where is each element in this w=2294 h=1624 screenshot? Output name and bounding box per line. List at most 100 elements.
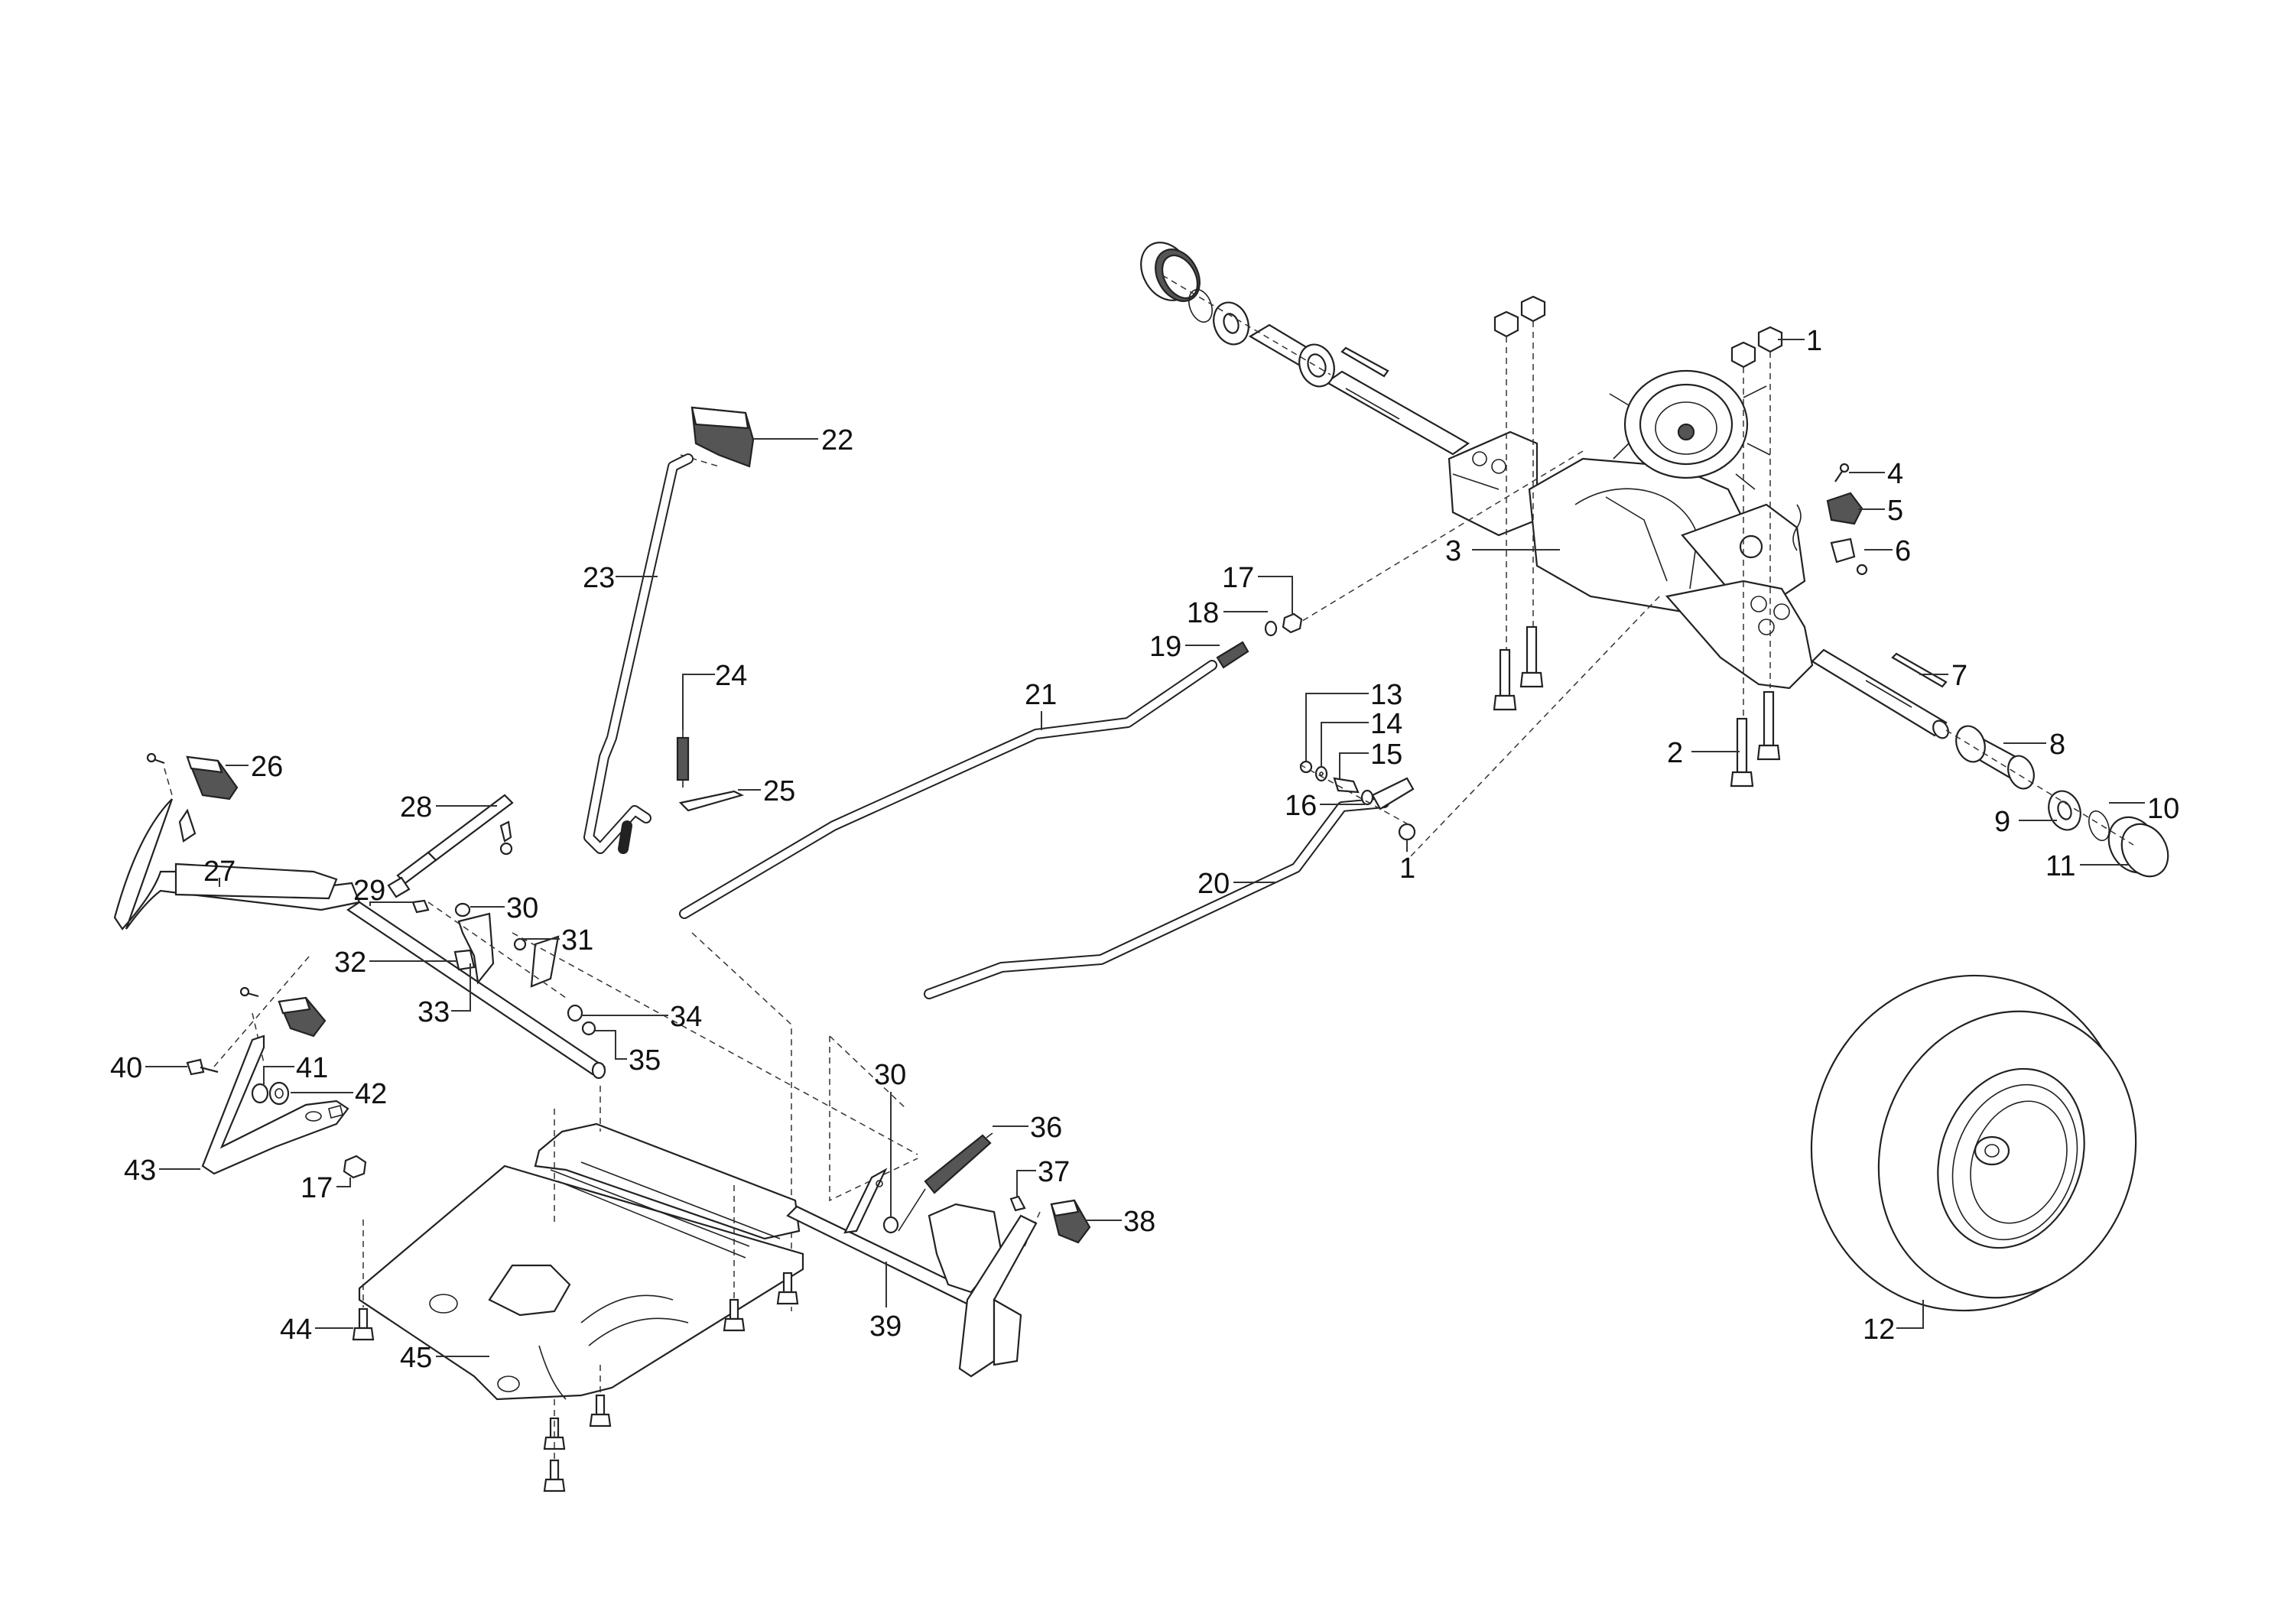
callout-41: 41 (296, 1052, 328, 1084)
nut-top-1 (1493, 310, 1519, 338)
bolt-floor-4 (589, 1394, 612, 1427)
callout-19: 19 (1149, 631, 1181, 663)
callout-29: 29 (353, 875, 385, 907)
callout-1b: 1 (1399, 853, 1415, 885)
stud-15 (1333, 777, 1360, 794)
callout-1a: 1 (1806, 325, 1822, 357)
link-25 (678, 790, 745, 812)
callout-24: 24 (715, 660, 747, 692)
pedal-pad-left-lower (278, 996, 327, 1038)
clip-30-right (882, 1216, 899, 1234)
pedal-pad-38 (1050, 1199, 1091, 1244)
rod-20 (924, 777, 1415, 999)
washer-14 (1314, 765, 1328, 782)
bracket-5 (1826, 492, 1863, 525)
bolt-26 (146, 752, 165, 765)
callout-28: 28 (400, 791, 432, 823)
callout-23: 23 (583, 562, 615, 594)
bushing-41 (251, 1083, 269, 1104)
bolt-left-lower (239, 986, 259, 998)
callout-22: 22 (821, 424, 853, 456)
washer-34 (567, 1004, 583, 1022)
callout-13: 13 (1370, 679, 1402, 711)
rod-20-slot-end (1371, 777, 1415, 810)
heel-rest (488, 1264, 571, 1317)
bolt-floor-2 (723, 1298, 746, 1332)
bushing-right (1955, 725, 2035, 790)
stud-28 (499, 820, 513, 856)
callout-17b: 17 (301, 1172, 333, 1204)
rod-23 (583, 453, 694, 854)
nut-1-lower (1398, 823, 1416, 841)
nut-17-top (1282, 612, 1303, 634)
callout-14: 14 (1370, 708, 1402, 740)
clip-30-left (454, 902, 471, 918)
transaxle-housing (1448, 430, 1814, 690)
pedal-arm-43 (201, 1034, 349, 1175)
floor-plate-45 (358, 1122, 804, 1401)
callout-12: 12 (1863, 1314, 1895, 1346)
hub-cap-left (1140, 242, 1201, 302)
washer-left (1213, 301, 1249, 346)
callout-16: 16 (1285, 790, 1317, 822)
callout-4: 4 (1887, 458, 1903, 490)
callout-8: 8 (2049, 729, 2065, 761)
wheel (1810, 974, 2137, 1312)
callout-20: 20 (1197, 868, 1230, 900)
callout-31: 31 (561, 924, 593, 957)
callout-38: 38 (1123, 1206, 1155, 1238)
bushing-left (1248, 323, 1335, 388)
screw-4 (1834, 463, 1850, 482)
bolt-4 (1756, 690, 1781, 761)
callout-18: 18 (1187, 597, 1219, 629)
axis-dash-left (1162, 274, 1331, 375)
pedal-arm-39 (958, 1214, 1038, 1378)
bolt-floor-6 (543, 1459, 566, 1492)
pedal-pad-26 (186, 755, 239, 801)
callout-40: 40 (110, 1052, 142, 1084)
rod-21 (679, 660, 1217, 919)
bolt-3 (1730, 717, 1754, 788)
callout-43: 43 (124, 1155, 156, 1187)
washer-16 (1360, 789, 1374, 806)
leader-lines (145, 339, 2145, 1357)
spring-24 (676, 730, 690, 788)
e-clip-left (1188, 288, 1213, 323)
bolt-1 (1493, 648, 1517, 711)
bushing-42 (268, 1081, 290, 1106)
callout-35: 35 (629, 1044, 661, 1077)
callout-30b: 30 (874, 1059, 906, 1091)
callout-36: 36 (1030, 1112, 1062, 1144)
spring-19 (1216, 641, 1249, 669)
bolt-44 (352, 1307, 375, 1341)
callout-39: 39 (869, 1311, 902, 1343)
clip-6 (1830, 538, 1868, 576)
callout-11: 11 (2045, 850, 2075, 882)
callout-27: 27 (203, 856, 236, 888)
callout-labels: 1 1 2 3 4 5 6 7 8 9 10 11 12 13 14 15 16… (110, 325, 2179, 1374)
axle-shaft-left (1324, 370, 1470, 456)
callout-21: 21 (1025, 679, 1057, 711)
callout-5: 5 (1887, 495, 1903, 527)
pedal-pad-22 (690, 406, 755, 468)
spring-coil (1792, 504, 1802, 551)
nut-35 (581, 1021, 596, 1036)
callout-25: 25 (763, 775, 795, 807)
bolt-2 (1519, 625, 1544, 688)
callout-3: 3 (1445, 535, 1461, 567)
callout-7: 7 (1951, 660, 1967, 692)
callout-33: 33 (418, 996, 450, 1028)
pedal-arm-27 (113, 798, 361, 931)
nut-17-lower (343, 1155, 367, 1179)
nut-31 (513, 937, 527, 951)
callout-34: 34 (670, 1001, 702, 1033)
nut-top-4 (1757, 326, 1783, 353)
callout-10: 10 (2147, 793, 2179, 825)
axle-shaft-right (1811, 648, 1949, 739)
bolt-32 (453, 949, 476, 971)
axle-key-left (1340, 346, 1389, 378)
callout-30a: 30 (506, 892, 538, 924)
bolt-floor-3 (776, 1272, 799, 1305)
callout-6: 6 (1895, 535, 1911, 567)
